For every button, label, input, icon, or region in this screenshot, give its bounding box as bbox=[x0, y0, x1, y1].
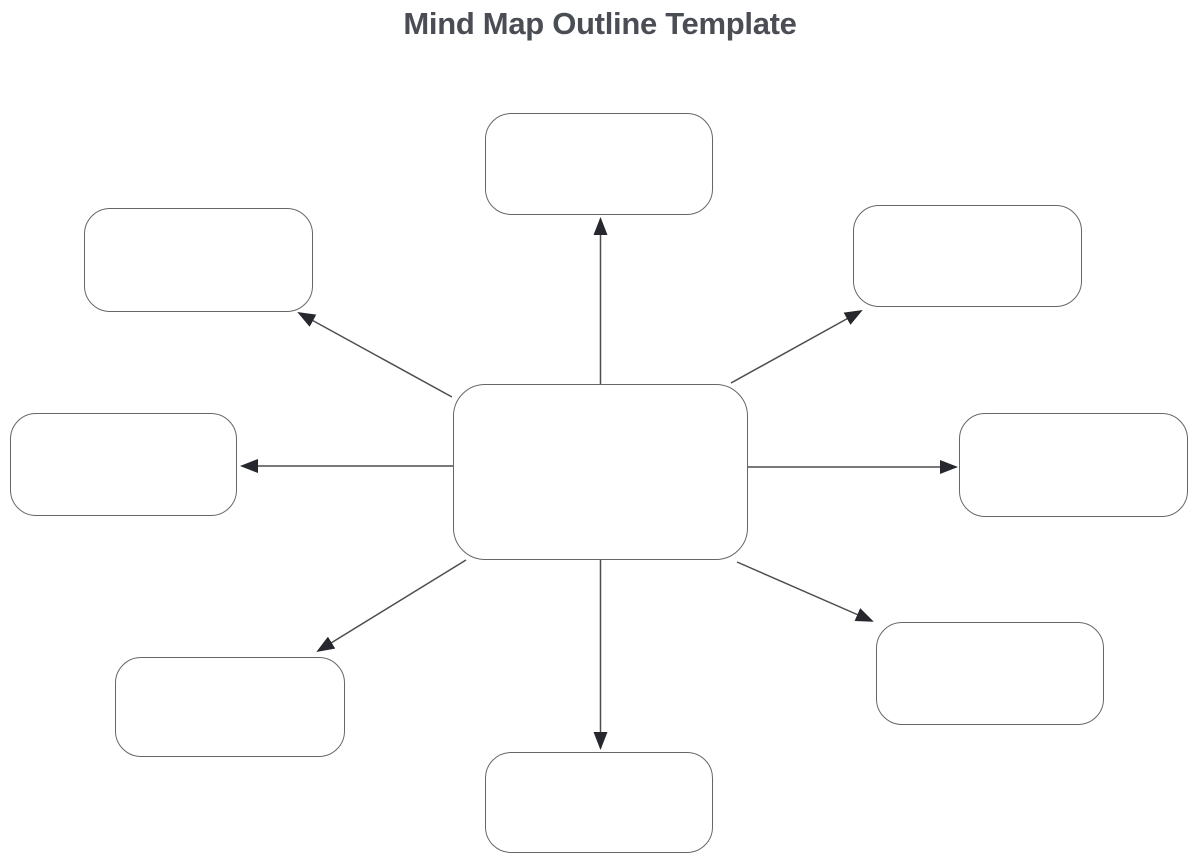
connector-center-to-bottom-right bbox=[736, 561, 874, 622]
branch-box-bottom[interactable] bbox=[485, 752, 713, 853]
branch-box-top[interactable] bbox=[485, 113, 713, 215]
page-title: Mind Map Outline Template bbox=[403, 6, 797, 41]
connector-center-to-top-right bbox=[730, 310, 863, 384]
connector-center-to-top-left bbox=[297, 312, 453, 398]
central-topic-box[interactable] bbox=[453, 384, 748, 560]
connector-center-to-bottom-left bbox=[316, 559, 467, 653]
branch-box-bottom-left[interactable] bbox=[115, 657, 345, 757]
branch-box-top-left[interactable] bbox=[84, 208, 313, 312]
branch-box-right[interactable] bbox=[959, 413, 1188, 517]
branch-box-left[interactable] bbox=[10, 413, 237, 516]
branch-box-top-right[interactable] bbox=[853, 205, 1082, 307]
branch-box-bottom-right[interactable] bbox=[876, 622, 1104, 725]
